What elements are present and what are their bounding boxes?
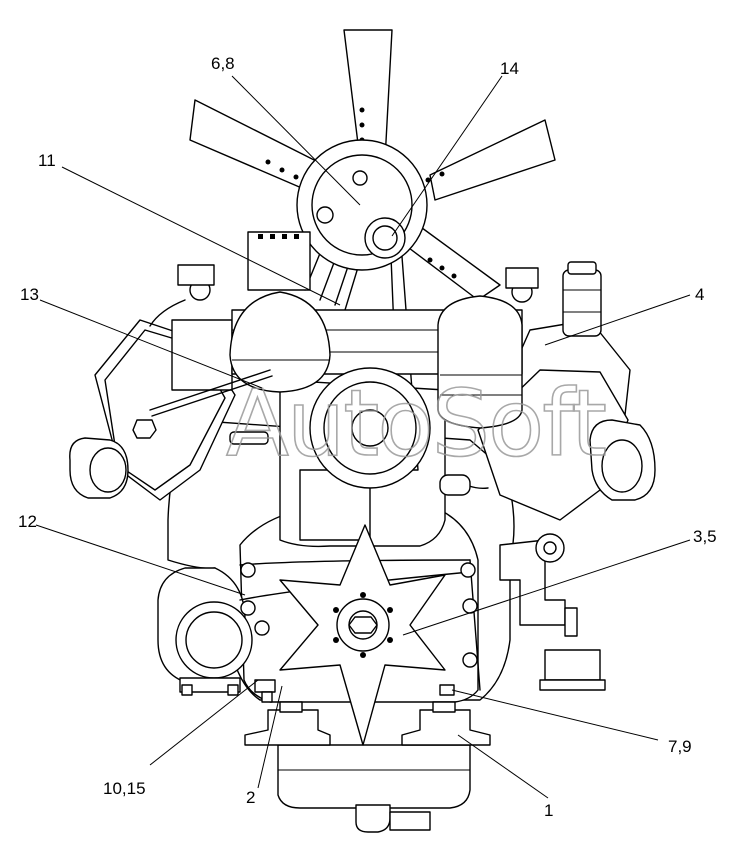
callout-4: 4 [695, 285, 704, 304]
callout-10-15: 10,15 [103, 779, 146, 798]
cooling-fan [189, 29, 556, 301]
callout-3-5: 3,5 [693, 527, 717, 546]
leader-3-5 [402, 539, 691, 636]
right-mount-bracket [499, 533, 606, 691]
leader-14 [391, 75, 503, 237]
callout-12: 12 [18, 512, 37, 531]
crankshaft-damper [309, 367, 431, 489]
left-lower-pulley [157, 567, 253, 696]
callout-leaders [35, 75, 691, 799]
front-mounts [244, 679, 491, 746]
callout-2: 2 [246, 788, 255, 807]
leader-12 [35, 524, 246, 596]
leader-13 [39, 299, 263, 389]
callout-11: 11 [38, 151, 56, 170]
leader-1 [457, 734, 549, 799]
leader-10-15 [149, 679, 259, 766]
callout-13: 13 [20, 285, 39, 304]
leader-7-9 [451, 689, 659, 741]
left-accessory [229, 291, 331, 393]
leader-2 [257, 685, 283, 789]
right-accessory [437, 295, 523, 429]
callout-14: 14 [500, 59, 519, 78]
callout-1: 1 [544, 801, 553, 820]
cover-bolts [240, 562, 478, 668]
leader-4 [544, 294, 691, 346]
callout-labels: 6,8 14 11 13 4 12 3,5 7,9 10,15 2 1 [18, 54, 717, 820]
star-pulley [279, 524, 446, 746]
leader-6-8 [231, 75, 361, 206]
leader-11 [61, 166, 341, 306]
fittings [149, 264, 539, 496]
callout-7-9: 7,9 [668, 737, 692, 756]
right-cylinder-bank [477, 261, 656, 521]
callout-6-8: 6,8 [211, 54, 235, 73]
left-cylinder-bank [69, 319, 236, 501]
watermark-text: AutoSoft [226, 370, 605, 477]
